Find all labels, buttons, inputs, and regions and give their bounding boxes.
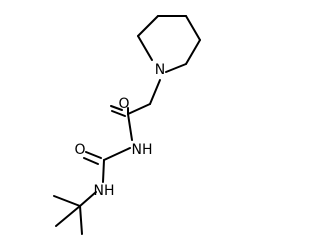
atom-o-urea: O [74, 142, 85, 158]
bond-amide-co-2 [110, 105, 123, 111]
bond-urea-c-nh [102, 159, 105, 183]
bond-amide-co-3 [111, 110, 126, 117]
bond-ch2-carbonyl [127, 103, 151, 115]
atom-n-piperidine: N [155, 62, 165, 78]
atom-o-amide: O [118, 96, 129, 112]
atom-label-nh-urea: NH [94, 183, 115, 199]
bond-nh-tert-c [79, 191, 97, 207]
bond-ring-4 [185, 15, 201, 41]
atom-nh-urea: NH [94, 183, 115, 199]
bond-carbonyl-nh [127, 113, 133, 141]
bond-tert-methyl-1 [53, 195, 81, 207]
bond-urea-co-1 [85, 151, 102, 159]
bond-ring-6 [165, 63, 187, 73]
bond-ring-5 [185, 39, 201, 65]
atom-label-layer: N O NH O NH [74, 62, 165, 199]
bond-n-ch2 [149, 79, 161, 105]
atom-nh-imide: NH [132, 142, 153, 158]
bond-layer [53, 15, 201, 235]
bond-tert-methyl-2 [55, 205, 81, 227]
bond-ring-1 [137, 35, 153, 61]
bond-nh-urea-c [103, 147, 131, 161]
bond-urea-co-2 [83, 157, 99, 165]
atom-label-n-piperidine: N [155, 62, 165, 78]
atom-label-nh-imide: NH [132, 142, 153, 158]
bond-tert-methyl-3 [79, 205, 83, 235]
molecule-diagram: N O NH O NH [53, 15, 201, 235]
atom-label-o-amide: O [118, 96, 129, 112]
atom-label-o-urea: O [74, 142, 85, 158]
bond-ring-2 [137, 15, 159, 37]
